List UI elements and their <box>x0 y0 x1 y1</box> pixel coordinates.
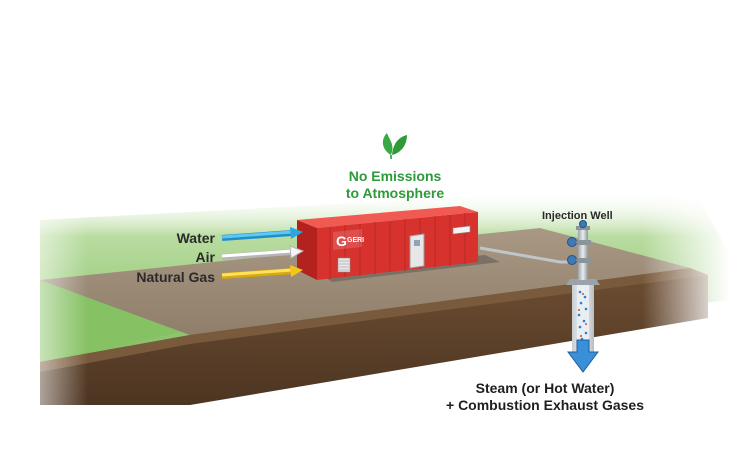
natural-gas-label: Natural Gas <box>136 269 215 285</box>
output-arrow <box>567 339 599 373</box>
leaf-icon <box>382 133 407 159</box>
valve-upper <box>567 237 577 247</box>
no-emissions-label: No Emissions to Atmosphere <box>325 168 465 202</box>
unit-vent <box>452 225 471 235</box>
unit-front-face <box>317 212 478 280</box>
injection-well-label: Injection Well <box>542 210 613 222</box>
output-line-2: + Combustion Exhaust Gases <box>446 396 644 413</box>
geri-logo: G GERI <box>333 229 364 250</box>
door-window <box>414 240 420 246</box>
unit-ribs <box>329 213 466 279</box>
svg-text:G: G <box>336 233 347 249</box>
valve-top <box>579 220 587 228</box>
emissions-line-2: to Atmosphere <box>345 184 445 201</box>
steam-generator-unit: G GERI <box>297 206 500 282</box>
valve-lower <box>567 255 577 265</box>
edge-fade <box>0 150 730 420</box>
output-line-1: Steam (or Hot Water) <box>475 380 615 396</box>
svg-text:GERI: GERI <box>347 237 364 244</box>
unit-door <box>409 233 425 269</box>
output-label: Steam (or Hot Water) + Combustion Exhaus… <box>440 380 650 414</box>
emissions-line-1: No Emissions <box>348 168 442 184</box>
air-label: Air <box>195 249 215 265</box>
natural-gas-arrow <box>221 265 303 279</box>
well-bore <box>577 285 589 347</box>
unit-louver <box>337 257 351 273</box>
wellhead-base <box>566 279 600 285</box>
unit-roof <box>297 206 478 228</box>
water-arrow <box>221 227 303 241</box>
unit-end-face <box>297 220 317 280</box>
injection-well <box>566 220 600 373</box>
water-label: Water <box>176 230 215 246</box>
wellhead-stack <box>578 226 588 280</box>
air-arrow <box>221 245 305 260</box>
steam-pipe <box>479 246 570 264</box>
